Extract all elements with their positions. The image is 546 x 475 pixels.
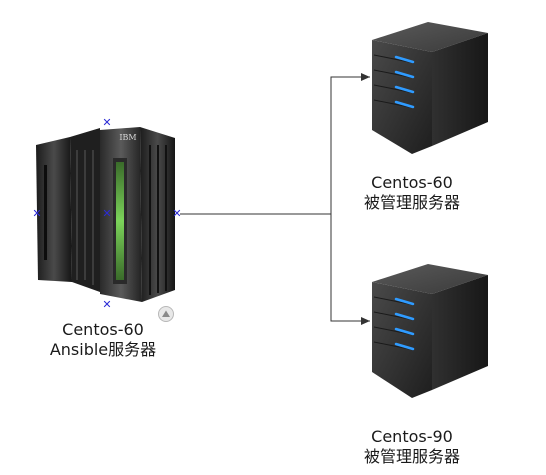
rotate-handle[interactable]: [158, 306, 174, 322]
managed-server-2-name: Centos-90: [371, 427, 453, 446]
selection-handle-center[interactable]: ✕: [102, 207, 112, 220]
mainframe-brand-logo: IBM: [119, 133, 136, 142]
connector-to-managed2: [330, 214, 370, 325]
managed-server-1-role: 被管理服务器: [363, 193, 460, 212]
triangle-up-icon: [162, 310, 170, 317]
server-icon-2[interactable]: [372, 264, 488, 398]
selection-handle-bottom[interactable]: ✕: [102, 298, 112, 311]
mainframe-icon[interactable]: [36, 127, 175, 302]
selection-handle-left[interactable]: ✕: [32, 207, 42, 220]
ansible-server-role: Ansible服务器: [49, 340, 157, 359]
connector-to-managed1: [180, 73, 370, 215]
ansible-server-name: Centos-60: [62, 320, 144, 339]
selection-handle-right[interactable]: ✕: [172, 207, 182, 220]
managed-server-2-role: 被管理服务器: [363, 447, 460, 466]
connector-lines: [180, 73, 370, 325]
managed-server-1-name: Centos-60: [371, 173, 453, 192]
selection-handle-top[interactable]: ✕: [102, 116, 112, 129]
server-icon-1[interactable]: [372, 22, 488, 154]
managed-server-2-label: Centos-90 被管理服务器: [342, 427, 482, 467]
managed-server-1-label: Centos-60 被管理服务器: [342, 173, 482, 213]
ansible-server-label: Centos-60 Ansible服务器: [18, 320, 188, 360]
